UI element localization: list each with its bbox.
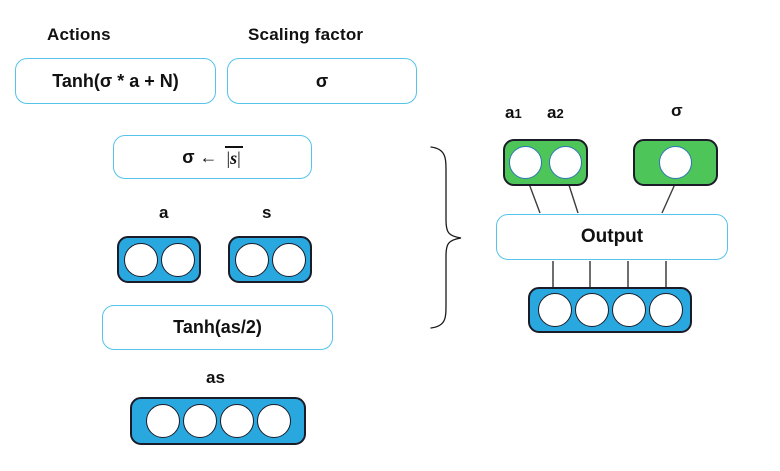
- unit-circle: [574, 293, 609, 327]
- unit-circle: [659, 146, 692, 179]
- unit-circle: [611, 293, 646, 327]
- unit-circle: [145, 404, 180, 438]
- a1-label: a1: [505, 103, 522, 123]
- output-layer-box: Output: [496, 214, 728, 260]
- unit-circle: [509, 146, 542, 179]
- sigma-output-label: σ: [671, 101, 683, 120]
- s-vector-label: s: [262, 203, 272, 222]
- abs-close: |: [237, 147, 241, 168]
- unit-circle: [271, 242, 306, 277]
- a-vector-label: a: [159, 203, 169, 222]
- connector-line-sigma-output: [661, 183, 676, 214]
- tanh-as-box: Tanh(as/2): [102, 305, 333, 350]
- actions-output-node-box: [503, 139, 588, 186]
- hidden-node-box: [528, 287, 692, 333]
- abs-open: |: [226, 147, 231, 168]
- unit-circle: [219, 404, 254, 438]
- actions-heading: Actions: [47, 25, 111, 44]
- sigma-output-node-box: [633, 139, 718, 186]
- as-vector-label: as: [206, 368, 225, 387]
- a1-base: a: [505, 103, 515, 122]
- unit-circle: [182, 404, 217, 438]
- sigma-assign-s: s: [230, 147, 238, 168]
- a2-label: a2: [547, 103, 564, 123]
- unit-circle: [160, 242, 195, 277]
- scaling-factor-heading: Scaling factor: [248, 25, 364, 44]
- unit-circle: [256, 404, 291, 438]
- curly-brace: [430, 146, 462, 329]
- unit-circle: [234, 242, 269, 277]
- unit-circle: [537, 293, 572, 327]
- a-node-box: [117, 236, 201, 283]
- connector-line-a2-output: [567, 181, 579, 214]
- a1-subscript: 1: [514, 106, 522, 121]
- unit-circle: [648, 293, 683, 327]
- a2-base: a: [547, 103, 557, 122]
- scaling-factor-box: σ: [227, 58, 417, 104]
- unit-circle: [549, 146, 582, 179]
- a2-subscript: 2: [556, 106, 564, 121]
- actions-formula-box: Tanh(σ * a + N): [15, 58, 216, 104]
- sigma-assign-overline: |s|: [224, 145, 243, 169]
- s-node-box: [228, 236, 312, 283]
- unit-circle: [123, 242, 158, 277]
- as-node-box: [130, 397, 306, 445]
- sigma-assign-prefix: σ ←: [182, 146, 218, 167]
- sigma-assign-box: σ ← |s|: [113, 135, 312, 179]
